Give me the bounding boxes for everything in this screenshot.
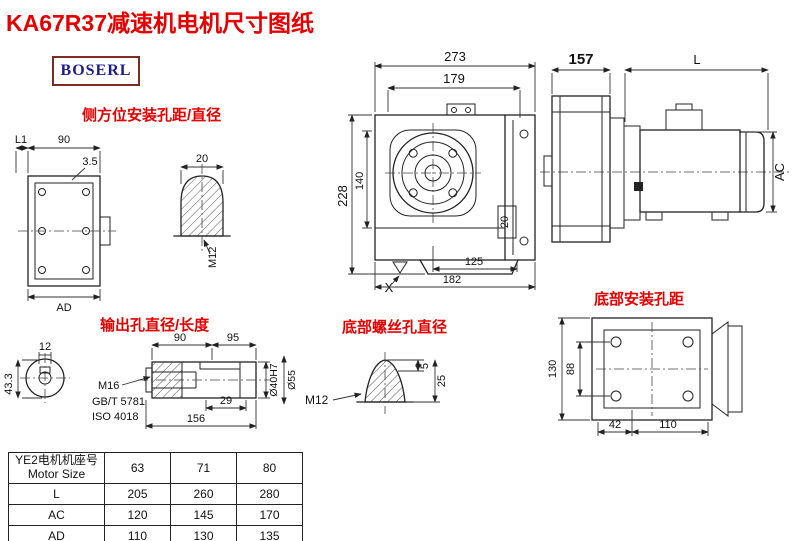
boserl-logo: BOSERL bbox=[52, 56, 140, 86]
right-side-view: 157 L AC bbox=[540, 51, 790, 243]
dim-42-label: 42 bbox=[609, 419, 621, 431]
AD-80: 135 bbox=[236, 524, 303, 541]
dim-AC-label: AC bbox=[772, 163, 787, 181]
dim-90b-label: 90 bbox=[174, 332, 186, 344]
m16-label: M16 bbox=[98, 380, 119, 392]
motor-size-table: YE2电机机座号 Motor Size 63 71 80 L 205 260 2… bbox=[8, 452, 303, 541]
dim-5-label: 5 bbox=[419, 363, 431, 369]
dim-273-label: 273 bbox=[444, 49, 466, 64]
bottom-screw-detail: 5 25 M12 bbox=[305, 352, 448, 414]
table-row-AD: AD 110 130 135 bbox=[8, 524, 303, 541]
dim-12-label: 12 bbox=[39, 341, 51, 353]
dim-L-label: L bbox=[693, 52, 700, 67]
L-80: 280 bbox=[236, 482, 303, 505]
output-shaft-detail: 12 43.3 90 95 M16 GB/T 5781 ISO 4018 29 bbox=[3, 332, 298, 429]
dim-130-label: 130 bbox=[547, 360, 559, 378]
row-label-AC: AC bbox=[8, 503, 105, 526]
dim-90-label: 90 bbox=[58, 134, 70, 146]
dim-43-3-label: 43.3 bbox=[3, 373, 15, 394]
page-title: KA67R37减速机电机尺寸图纸 bbox=[6, 10, 314, 36]
dome-m12-label: M12 bbox=[207, 247, 219, 268]
dim-182-label: 182 bbox=[443, 274, 461, 286]
iso-standard-label: ISO 4018 bbox=[92, 411, 138, 423]
x-marker-label: X bbox=[385, 280, 394, 295]
table-header-cell: YE2电机机座号 Motor Size bbox=[8, 452, 105, 484]
dim-228-label: 228 bbox=[335, 185, 350, 207]
size-col-71: 71 bbox=[170, 452, 237, 484]
AD-63: 110 bbox=[104, 524, 171, 541]
dia-55-label: Ø55 bbox=[286, 370, 298, 390]
row-label-L: L bbox=[8, 482, 105, 505]
table-header-en: Motor Size bbox=[27, 466, 86, 481]
boserl-logo-text: BOSERL bbox=[60, 62, 132, 79]
table-row-L: L 205 260 280 bbox=[8, 482, 303, 505]
dim-29-label: 29 bbox=[220, 395, 232, 407]
table-header-cn: YE2电机机座号 bbox=[15, 453, 98, 467]
dome-dim-20-label: 20 bbox=[196, 153, 208, 165]
dim-88-label: 88 bbox=[565, 363, 577, 375]
bottom-mount-view: 130 88 42 110 bbox=[547, 317, 743, 436]
AC-63: 120 bbox=[104, 503, 171, 526]
motor-nameplate bbox=[634, 182, 643, 191]
L-71: 260 bbox=[170, 482, 237, 505]
left-side-view: L1 90 3.5 AD bbox=[15, 134, 116, 314]
bottom-screw-label: 底部螺丝孔直径 bbox=[342, 319, 448, 336]
size-col-80: 80 bbox=[236, 452, 303, 484]
bottom-mount-label: 底部安装孔距 bbox=[594, 291, 685, 308]
AD-71: 130 bbox=[170, 524, 237, 541]
size-col-63: 63 bbox=[104, 452, 171, 484]
dim-95-label: 95 bbox=[227, 332, 239, 344]
dim-3-5-label: 3.5 bbox=[82, 156, 97, 168]
dim-110-label: 110 bbox=[659, 419, 677, 431]
gb-standard-label: GB/T 5781 bbox=[92, 396, 145, 408]
dim-157-label: 157 bbox=[568, 51, 593, 68]
dim-25-label: 25 bbox=[436, 375, 448, 387]
AC-80: 170 bbox=[236, 503, 303, 526]
dim-l1-label: L1 bbox=[15, 134, 27, 146]
dim-140-label: 140 bbox=[354, 172, 366, 190]
dim-20-label: 20 bbox=[499, 216, 511, 228]
dim-179-label: 179 bbox=[443, 71, 465, 86]
row-label-AD: AD bbox=[8, 524, 105, 541]
dim-125-label: 125 bbox=[465, 256, 483, 268]
dim-156-label: 156 bbox=[187, 413, 205, 425]
dia-40-label: Ø40H7 bbox=[268, 363, 280, 396]
table-row-AC: AC 120 145 170 bbox=[8, 503, 303, 526]
table-header-row: YE2电机机座号 Motor Size 63 71 80 bbox=[8, 452, 303, 484]
output-hole-label: 输出孔直径/长度 bbox=[100, 317, 210, 334]
side-hole-detail: 20 M12 bbox=[173, 153, 231, 268]
L-63: 205 bbox=[104, 482, 171, 505]
dim-ad-label: AD bbox=[56, 302, 71, 314]
m12-screw-label: M12 bbox=[305, 393, 329, 407]
front-view: 273 179 20 X 228 140 bbox=[335, 49, 536, 295]
AC-71: 145 bbox=[170, 503, 237, 526]
side-mount-label: 侧方位安装孔距/直径 bbox=[82, 107, 222, 124]
